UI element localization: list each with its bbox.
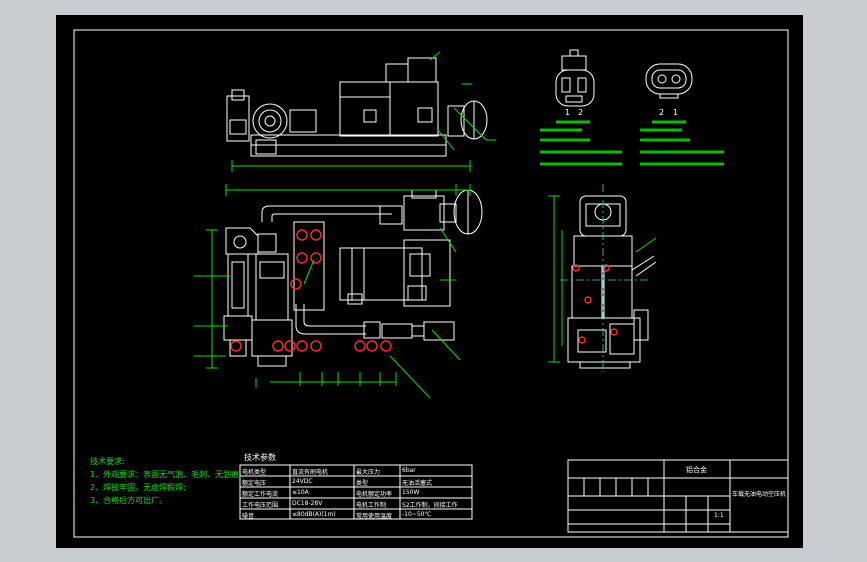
- connector-right-pin-1: 1: [673, 108, 678, 117]
- connector-left-pin-1: 1: [565, 108, 570, 117]
- param-r3c1: 额定工作电流: [242, 491, 279, 498]
- param-r3c2: ≤10A: [292, 489, 309, 496]
- front-view: [226, 51, 496, 172]
- param-r4c3: 电机工作制: [356, 502, 387, 509]
- tech-params-cells: 电机类型 直流有刷电机 最大压力 6bar 额定电压 24VDC 类型 无油活塞…: [240, 465, 472, 520]
- param-r4c2: DC18-28V: [292, 500, 323, 507]
- tech-req-item-2: 2、焊接牢固，无虚焊假焊;: [90, 483, 186, 492]
- param-r3c3: 电机额定功率: [356, 491, 393, 498]
- param-r3c4: 150W: [402, 489, 420, 496]
- param-r2c4: 无油活塞式: [402, 480, 433, 487]
- title-block-material: 铝合金: [686, 466, 707, 474]
- sheet-background: [56, 15, 803, 548]
- connector-right-pin-2: 2: [659, 108, 664, 117]
- tech-req-item-3: 3、合格后方可出厂。: [90, 496, 168, 505]
- title-block: [567, 459, 789, 533]
- param-r5c1: 噪音: [242, 513, 255, 520]
- connector-left: [555, 49, 595, 107]
- title-block-scale: 1:1: [714, 512, 724, 519]
- param-r5c3: 常用使用温度: [356, 513, 393, 520]
- tech-params-table: [239, 464, 473, 520]
- tech-req-item-1: 1、外观要求：表面无气泡、毛刺、无划痕;: [90, 470, 242, 479]
- tech-params-title: 技术参数: [244, 453, 276, 462]
- param-r4c4: S2工作制，间接工作: [402, 502, 458, 509]
- param-r1c2: 直流有刷电机: [292, 469, 329, 476]
- plan-view: [194, 184, 483, 399]
- connector-right: [645, 63, 693, 99]
- connector-left-pin-2: 2: [578, 108, 583, 117]
- param-r1c3: 最大压力: [356, 469, 381, 476]
- param-r2c1: 额定电压: [242, 480, 267, 487]
- tech-requirements: 技术要求: 1、外观要求：表面无气泡、毛刺、无划痕; 2、焊接牢固，无虚焊假焊;…: [90, 455, 250, 507]
- param-r2c2: 24VDC: [292, 478, 313, 485]
- param-r2c3: 类型: [356, 480, 369, 487]
- tech-req-title: 技术要求:: [90, 457, 125, 466]
- side-view: [548, 184, 657, 372]
- title-block-name: 车载无油电动空压机: [732, 491, 787, 498]
- connector-annotations: [540, 120, 724, 166]
- param-r1c1: 电机类型: [242, 469, 267, 476]
- param-r5c2: ≤80dB(A)(1m): [292, 511, 336, 518]
- param-r4c1: 工作电压范围: [242, 502, 279, 509]
- drawing-border: [73, 29, 789, 538]
- param-r1c4: 6bar: [402, 467, 416, 474]
- param-r5c4: -10~50℃: [402, 511, 432, 518]
